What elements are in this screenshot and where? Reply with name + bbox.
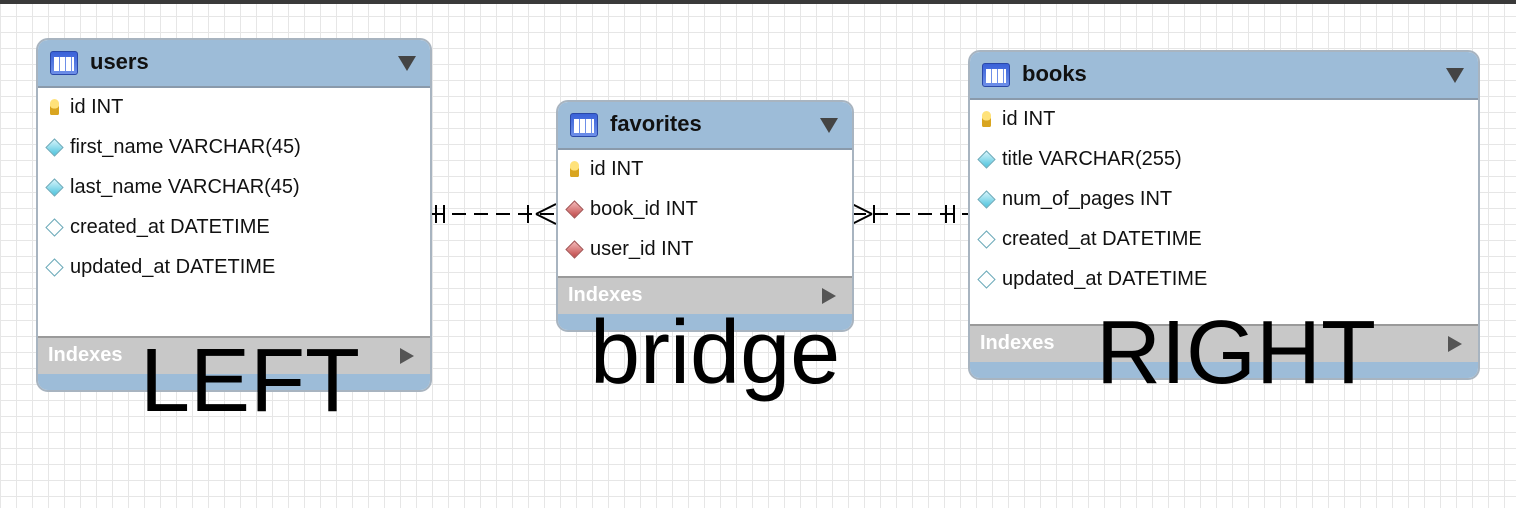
column-row[interactable]: num_of_pages INT [970,180,1478,220]
filled-diamond-icon [45,138,64,157]
indexes-label: Indexes [568,284,643,306]
empty-diamond-icon [977,270,996,289]
table-icon [50,51,78,75]
books-table[interactable]: books id INT title VARCHAR(255) num_of_p… [968,50,1480,380]
favorites-table[interactable]: favorites id INT book_id INT user_id INT… [556,100,854,332]
left-annotation: LEFT [140,331,361,431]
collapse-arrow-icon[interactable] [1446,68,1464,83]
column-label: id INT [70,96,124,118]
column-label: last_name VARCHAR(45) [70,176,300,198]
favorites-table-header[interactable]: favorites [558,102,852,150]
table-footer [970,362,1478,378]
indexes-label: Indexes [980,332,1055,354]
column-row[interactable]: book_id INT [558,190,852,230]
indexes-section[interactable]: Indexes [38,336,430,374]
column-row[interactable]: first_name VARCHAR(45) [38,128,430,168]
foreign-key-icon [565,240,584,259]
books-table-header[interactable]: books [970,52,1478,100]
table-name: books [1022,61,1087,86]
column-label: num_of_pages INT [1002,188,1173,210]
right-annotation: RIGHT [1096,303,1376,403]
table-icon [982,63,1010,87]
users-table[interactable]: users id INT first_name VARCHAR(45) last… [36,38,432,392]
primary-key-icon [982,111,991,127]
expand-arrow-icon[interactable] [1448,336,1462,352]
indexes-section[interactable]: Indexes [970,324,1478,362]
column-label: first_name VARCHAR(45) [70,136,301,158]
expand-arrow-icon[interactable] [822,288,836,304]
column-label: created_at DATETIME [1002,228,1202,250]
favorites-books-relationship [851,203,968,225]
primary-key-icon [570,161,579,177]
column-label: id INT [1002,108,1056,130]
empty-diamond-icon [977,230,996,249]
filled-diamond-icon [45,178,64,197]
column-row[interactable]: id INT [38,88,430,128]
primary-key-icon [50,99,59,115]
expand-arrow-icon[interactable] [400,348,414,364]
favorites-columns: id INT book_id INT user_id INT [558,150,852,270]
column-row[interactable]: user_id INT [558,230,852,270]
collapse-arrow-icon[interactable] [398,56,416,71]
users-favorites-relationship [430,203,557,225]
column-label: book_id INT [590,198,698,220]
column-row[interactable]: id INT [558,150,852,190]
table-icon [570,113,598,137]
empty-diamond-icon [45,258,64,277]
table-footer [38,374,430,390]
table-footer [558,314,852,330]
users-columns: id INT first_name VARCHAR(45) last_name … [38,88,430,288]
column-row[interactable]: id INT [970,100,1478,140]
column-label: id INT [590,158,644,180]
column-row[interactable]: created_at DATETIME [38,208,430,248]
bridge-annotation: bridge [590,303,841,403]
column-row[interactable]: last_name VARCHAR(45) [38,168,430,208]
column-label: title VARCHAR(255) [1002,148,1182,170]
column-label: updated_at DATETIME [1002,268,1208,290]
table-name: favorites [610,111,702,136]
filled-diamond-icon [977,190,996,209]
empty-diamond-icon [45,218,64,237]
indexes-section[interactable]: Indexes [558,276,852,314]
column-row[interactable]: updated_at DATETIME [38,248,430,288]
column-row[interactable]: updated_at DATETIME [970,260,1478,300]
column-label: created_at DATETIME [70,216,270,238]
users-table-header[interactable]: users [38,40,430,88]
column-row[interactable]: title VARCHAR(255) [970,140,1478,180]
foreign-key-icon [565,200,584,219]
filled-diamond-icon [977,150,996,169]
column-label: updated_at DATETIME [70,256,276,278]
books-columns: id INT title VARCHAR(255) num_of_pages I… [970,100,1478,300]
indexes-label: Indexes [48,344,123,366]
column-label: user_id INT [590,238,694,260]
column-row[interactable]: created_at DATETIME [970,220,1478,260]
collapse-arrow-icon[interactable] [820,118,838,133]
table-name: users [90,49,149,74]
window-top-bar [0,0,1516,4]
